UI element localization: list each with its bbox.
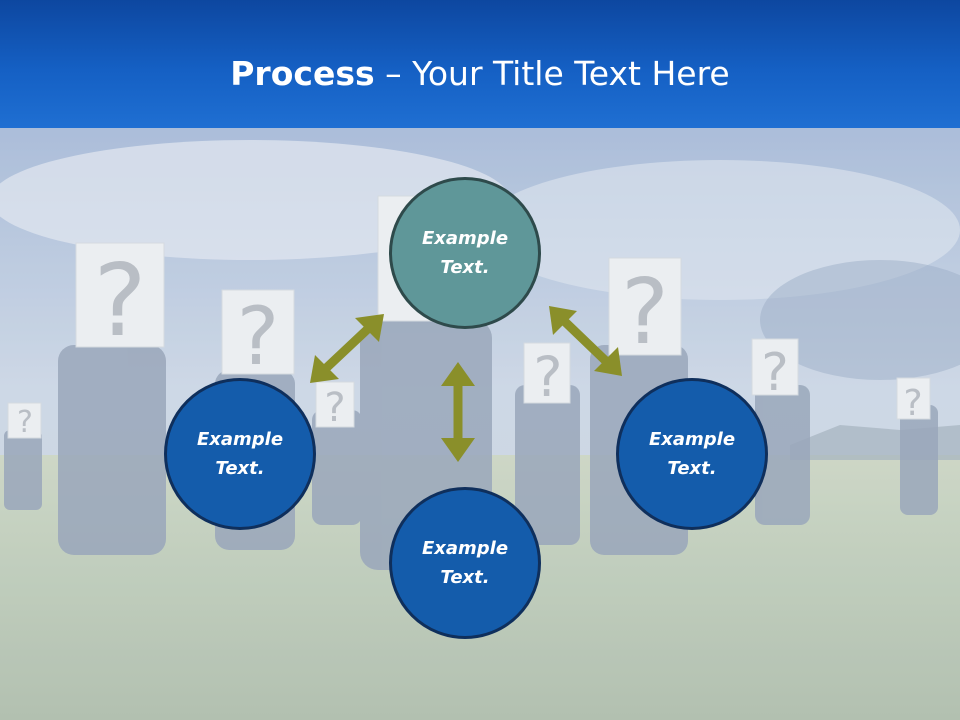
node-text-line2: Text. bbox=[440, 257, 490, 278]
node-text-line2: Text. bbox=[440, 567, 490, 588]
process-node-left[interactable]: Example Text. bbox=[164, 378, 316, 530]
slide-title[interactable]: Process – Your Title Text Here bbox=[0, 52, 960, 96]
svg-text:?: ? bbox=[621, 260, 669, 365]
node-text-line1: Example bbox=[648, 429, 736, 450]
svg-text:?: ? bbox=[761, 343, 789, 403]
process-node-bottom[interactable]: Example Text. bbox=[389, 487, 541, 639]
process-node-right[interactable]: Example Text. bbox=[616, 378, 768, 530]
title-regular-part: – Your Title Text Here bbox=[374, 54, 730, 93]
svg-text:?: ? bbox=[17, 405, 33, 440]
arrow-top-left bbox=[310, 314, 384, 383]
title-bold-part: Process bbox=[230, 54, 375, 93]
node-text-line1: Example bbox=[421, 228, 509, 249]
arrow-top-right bbox=[549, 306, 622, 376]
node-text-line2: Text. bbox=[215, 458, 265, 479]
svg-text:?: ? bbox=[93, 242, 146, 359]
arrow-vertical bbox=[441, 362, 475, 462]
title-bar bbox=[0, 0, 960, 128]
svg-text:?: ? bbox=[533, 345, 562, 409]
node-text-line2: Text. bbox=[667, 458, 717, 479]
svg-text:?: ? bbox=[237, 290, 279, 383]
node-text-line1: Example bbox=[421, 538, 509, 559]
svg-text:?: ? bbox=[324, 385, 345, 431]
node-text-line1: Example bbox=[196, 429, 284, 450]
svg-text:?: ? bbox=[903, 383, 922, 424]
process-node-top[interactable]: Example Text. bbox=[389, 177, 541, 329]
